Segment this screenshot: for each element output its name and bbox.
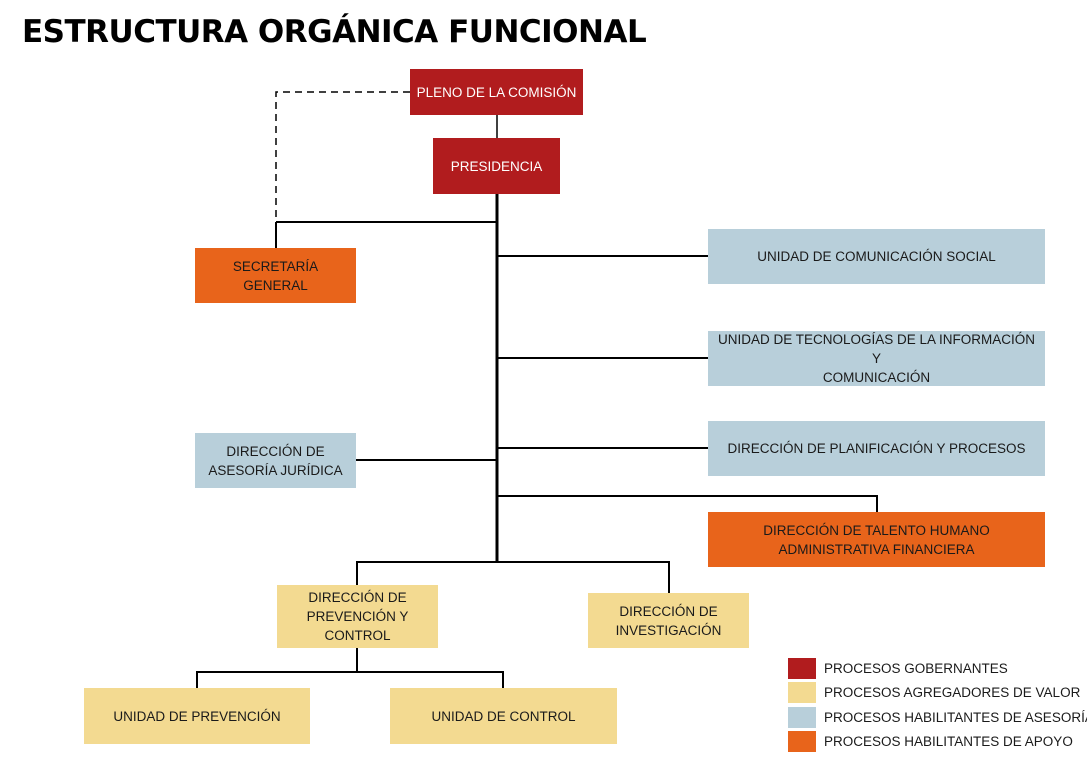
node-direccion-investigacion: DIRECCIÓN DE INVESTIGACIÓN <box>588 593 749 648</box>
connector-talento <box>497 495 878 512</box>
legend-label-asesoria: PROCESOS HABILITANTES DE ASESORÍA <box>824 709 1087 725</box>
legend-label-gobernantes: PROCESOS GOBERNANTES <box>824 660 1008 676</box>
legend-swatch-agregadores <box>788 682 816 704</box>
legend-item-gobernantes: PROCESOS GOBERNANTES <box>788 656 1087 681</box>
node-secretaria-general: SECRETARÍA GENERAL <box>195 248 356 303</box>
legend-swatch-asesoria <box>788 706 816 728</box>
node-unidad-prevencion: UNIDAD DE PREVENCIÓN <box>84 688 310 744</box>
diagram-title: ESTRUCTURA ORGÁNICA FUNCIONAL <box>22 14 647 50</box>
node-presidencia: PRESIDENCIA <box>433 138 560 194</box>
legend-label-agregadores: PROCESOS AGREGADORES DE VALOR <box>824 685 1081 701</box>
dashed-link-pleno-secretaria <box>275 91 410 248</box>
legend-item-asesoria: PROCESOS HABILITANTES DE ASESORÍA <box>788 705 1087 730</box>
node-direccion-prevencion-control: DIRECCIÓN DE PREVENCIÓN Y CONTROL <box>277 585 438 648</box>
node-pleno-comision: PLENO DE LA COMISIÓN <box>410 69 583 115</box>
legend-swatch-gobernantes <box>788 657 816 679</box>
legend: PROCESOS GOBERNANTES PROCESOS AGREGADORE… <box>788 656 1087 754</box>
node-unidad-control: UNIDAD DE CONTROL <box>390 688 617 744</box>
connector-unidades <box>196 671 504 688</box>
node-planificacion-procesos: DIRECCIÓN DE PLANIFICACIÓN Y PROCESOS <box>708 421 1045 476</box>
node-unidad-comunicacion-social: UNIDAD DE COMUNICACIÓN SOCIAL <box>708 229 1045 284</box>
connector-direcciones <box>356 561 670 593</box>
legend-item-agregadores: PROCESOS AGREGADORES DE VALOR <box>788 681 1087 706</box>
legend-swatch-apoyo <box>788 731 816 753</box>
node-unidad-tecnologias: UNIDAD DE TECNOLOGÍAS DE LA INFORMACIÓN … <box>708 331 1045 386</box>
legend-label-apoyo: PROCESOS HABILITANTES DE APOYO <box>824 734 1073 750</box>
legend-item-apoyo: PROCESOS HABILITANTES DE APOYO <box>788 730 1087 755</box>
node-asesoria-juridica: DIRECCIÓN DE ASESORÍA JURÍDICA <box>195 433 356 488</box>
node-talento-humano: DIRECCIÓN DE TALENTO HUMANO ADMINISTRATI… <box>708 512 1045 567</box>
